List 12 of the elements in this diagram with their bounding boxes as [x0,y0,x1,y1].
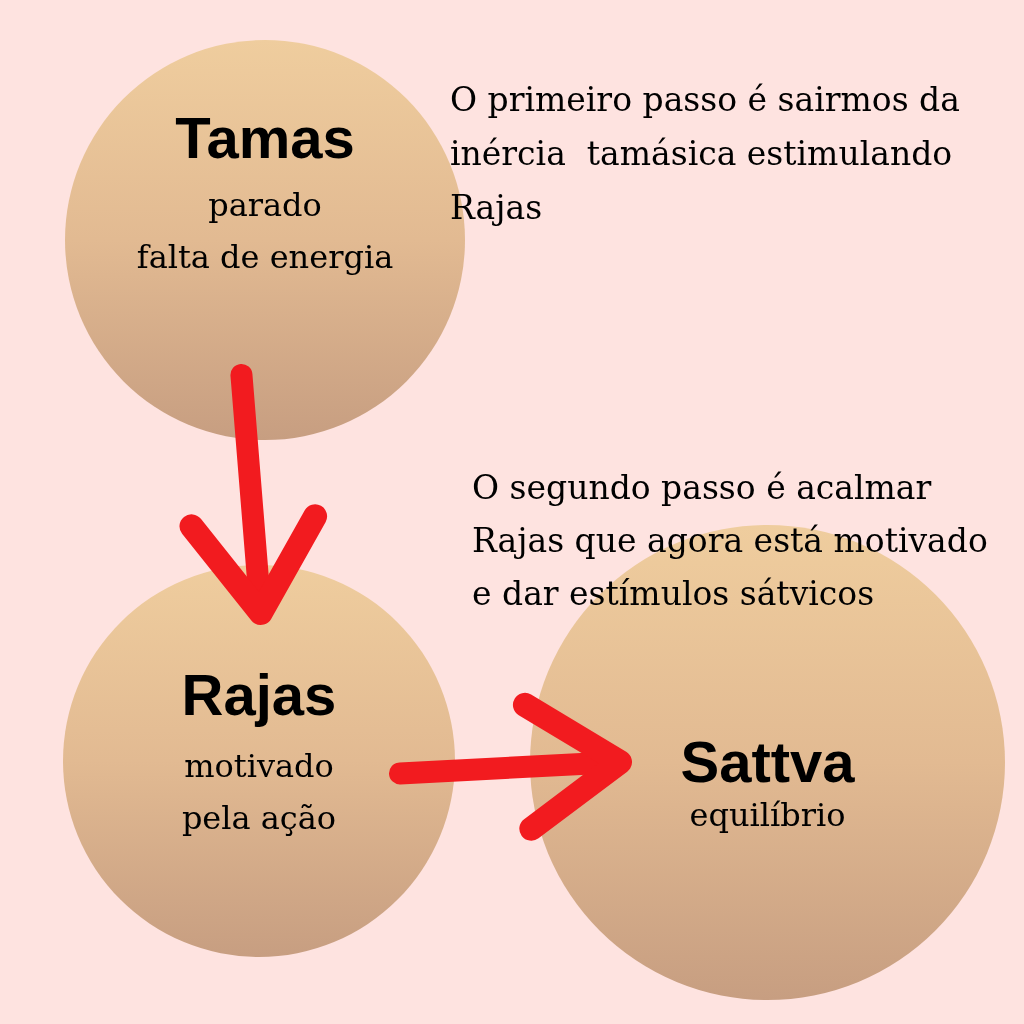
node-title: Tamas [175,106,355,170]
node-text: motivado [184,746,334,787]
node-text: falta de energia [136,237,394,278]
arrow [179,364,328,625]
node-text: equilíbrio [689,795,846,836]
node-text: parado [208,185,322,226]
note-text: O primeiro passo é sairmos da inércia tamásica estimulando Rajas [450,79,961,229]
node-title: Rajas [181,663,337,727]
node-text: pela ação [181,798,337,839]
node-title: Sattva [680,730,855,794]
arrow [389,692,632,841]
note-text: O segundo passo é acalmar Rajas que agora está motivado e dar estímulos sátvicos [472,467,989,615]
